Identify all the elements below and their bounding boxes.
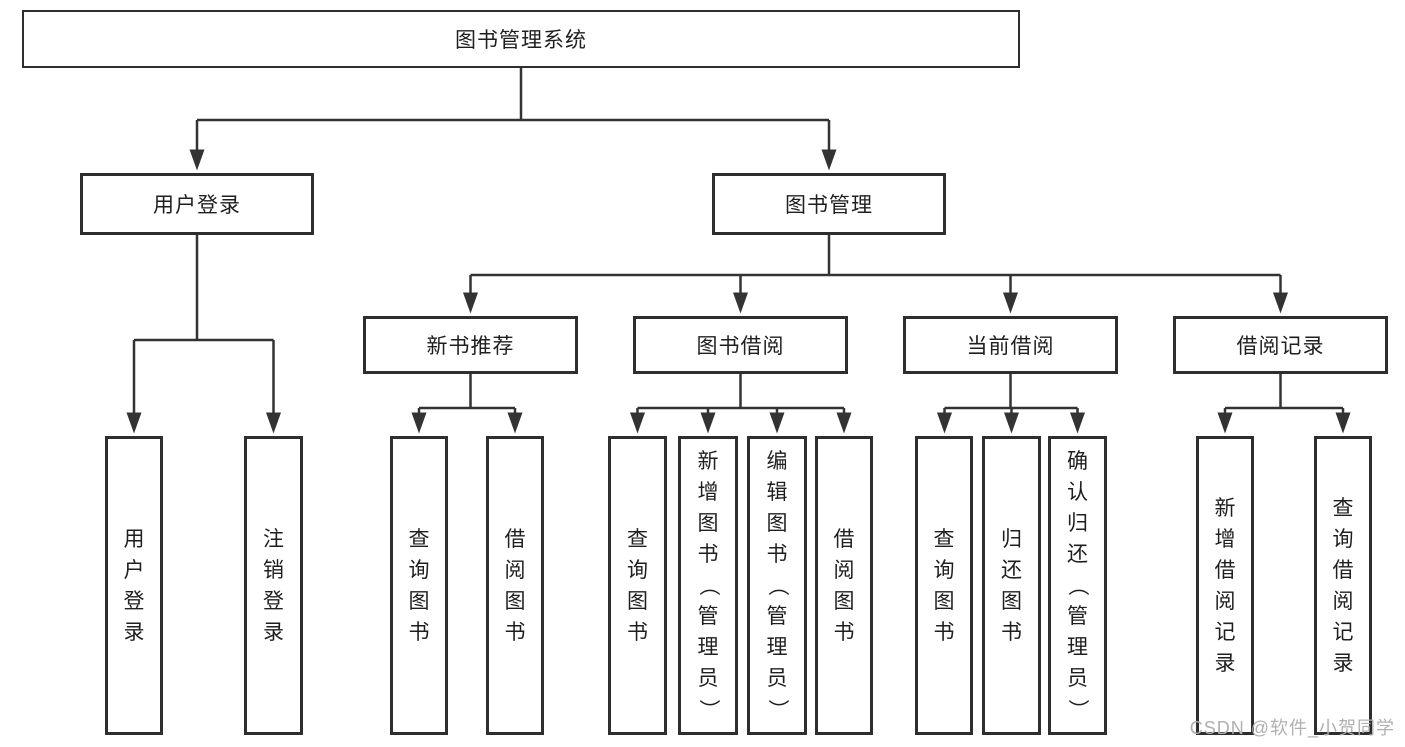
node-label: 图书管理 xyxy=(785,194,873,217)
leaf-bb-query-books: 查询图书 xyxy=(608,436,667,735)
leaf-label: 借阅图书 xyxy=(833,527,855,644)
node-book-borrow: 图书借阅 xyxy=(633,316,848,374)
leaf-nb-borrow-books: 借阅图书 xyxy=(486,436,544,735)
leaf-bb-borrow-books: 借阅图书 xyxy=(815,436,873,735)
leaf-label: 新增借阅记录 xyxy=(1214,496,1236,675)
node-user-login: 用户登录 xyxy=(80,173,314,235)
leaf-label: 查询图书 xyxy=(933,527,955,644)
leaf-label: 归还图书 xyxy=(1001,527,1022,644)
node-label: 借阅记录 xyxy=(1236,335,1325,358)
node-borrow-record: 借阅记录 xyxy=(1173,316,1388,374)
node-label: 图书管理系统 xyxy=(455,29,587,52)
leaf-label: 借阅图书 xyxy=(504,527,526,644)
node-new-book-recommend: 新书推荐 xyxy=(363,316,578,374)
leaf-cb-confirm-return-admin: 确认归还（管理员） xyxy=(1048,436,1107,735)
leaf-br-query-record: 查询借阅记录 xyxy=(1314,436,1372,735)
leaf-user-login: 用户登录 xyxy=(105,436,163,735)
leaf-label: 编辑图书（管理员） xyxy=(765,450,789,720)
node-label: 当前借阅 xyxy=(966,335,1055,358)
leaf-nb-query-books: 查询图书 xyxy=(390,436,448,735)
leaf-bb-edit-book-admin: 编辑图书（管理员） xyxy=(747,436,807,735)
leaf-label: 查询图书 xyxy=(408,527,430,644)
leaf-label: 查询借阅记录 xyxy=(1332,496,1354,675)
leaf-label: 新增图书（管理员） xyxy=(696,450,720,720)
leaf-cb-return-books: 归还图书 xyxy=(982,436,1041,735)
node-current-borrow: 当前借阅 xyxy=(903,316,1118,374)
connector-arrow-lines xyxy=(126,120,1351,434)
leaf-label: 查询图书 xyxy=(627,527,648,644)
node-root-system: 图书管理系统 xyxy=(22,10,1020,68)
node-label: 图书借阅 xyxy=(696,335,785,358)
connector-trunk-lines xyxy=(134,68,1343,410)
leaf-cb-query-books: 查询图书 xyxy=(915,436,973,735)
leaf-logout: 注销登录 xyxy=(244,436,303,735)
node-label: 用户登录 xyxy=(153,194,241,217)
leaf-label: 用户登录 xyxy=(123,527,145,644)
leaf-bb-add-book-admin: 新增图书（管理员） xyxy=(678,436,738,735)
node-label: 新书推荐 xyxy=(426,335,515,358)
leaf-br-add-record: 新增借阅记录 xyxy=(1196,436,1254,735)
node-book-management: 图书管理 xyxy=(712,173,946,235)
csdn-watermark: CSDN @软件_小贺同学 xyxy=(1189,718,1395,738)
leaf-label: 注销登录 xyxy=(263,527,284,644)
leaf-label: 确认归还（管理员） xyxy=(1066,450,1089,720)
